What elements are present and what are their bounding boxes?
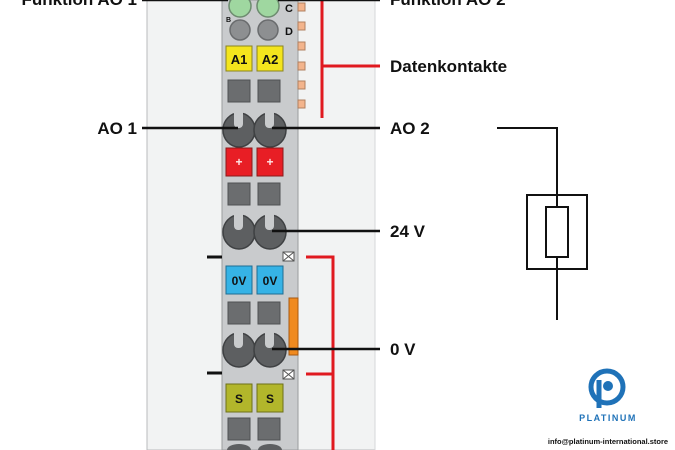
tag-0v-1-label: 0V [232,274,247,288]
led-c-letter: C [285,3,293,15]
clamp-bottom [227,444,251,450]
led-b [229,19,251,41]
data-contacts-bracket [320,0,380,118]
load-resistor [545,206,569,258]
logo-email: info@platinum-international.store [548,437,668,446]
tag-s-2-label: S [266,392,274,406]
data-contact-pad [297,41,306,51]
tag-plus-2-label: + [266,155,273,169]
data-contact-pad [297,99,306,109]
label-24v: 24 V [390,222,426,241]
release-slot [227,79,251,103]
release-slot [257,301,281,325]
load-symbol [497,127,588,351]
tag-s-2 [256,383,284,413]
label-funktion-ao1: Funktion AO 1 [21,0,137,9]
data-contact-pad [297,2,306,12]
data-contact-pad [297,61,306,71]
clamp-slit [234,328,243,348]
label-datenkontakte: Datenkontakte [390,57,507,76]
clamp-slit [265,328,274,348]
tag-s-1-label: S [235,392,243,406]
led-ao2 [256,0,280,18]
release-slot [227,417,251,441]
release-slot [227,182,251,206]
platinum-logo: PLATINUM info@platinum-international.sto… [497,322,675,450]
power-jumper-marker [282,369,295,380]
label-ao2: AO 2 [390,119,430,138]
led-ao1 [228,0,252,18]
label-funktion-ao2: Funktion AO 2 [390,0,506,9]
logo-name: PLATINUM [579,413,637,423]
data-contact-pad [297,21,306,31]
tag-0v-1 [225,265,253,295]
tag-a2 [256,45,284,72]
tag-plus-1 [225,147,253,177]
clamp-slit [234,108,243,128]
release-slot [257,79,281,103]
led-d [257,19,279,41]
tag-0v-2-label: 0V [263,274,278,288]
tag-a1 [225,45,253,72]
orange-power-strip [288,297,299,356]
power-jumper-bracket [306,255,335,450]
tag-plus-2 [256,147,284,177]
clamp-slit [265,108,274,128]
label-ao1: AO 1 [97,119,137,138]
data-contact-pads [297,2,306,109]
logo-mark-icon [588,368,626,406]
tag-a1-label: A1 [231,52,248,67]
io-module: C D B A1 A2 + + [146,0,376,450]
tag-s-1 [225,383,253,413]
led-b-letter: B [226,17,231,24]
tag-0v-2 [256,265,284,295]
release-slot [257,417,281,441]
tag-a2-label: A2 [262,52,279,67]
clamp-slit [234,210,243,230]
clamp-bottom [258,444,282,450]
release-slot [257,182,281,206]
tag-plus-1-label: + [235,155,242,169]
led-d-letter: D [285,26,293,38]
power-jumper-marker [282,251,295,262]
data-contact-pad [297,80,306,90]
release-slot [227,301,251,325]
clamp-slit [265,210,274,230]
label-0v: 0 V [390,340,416,359]
